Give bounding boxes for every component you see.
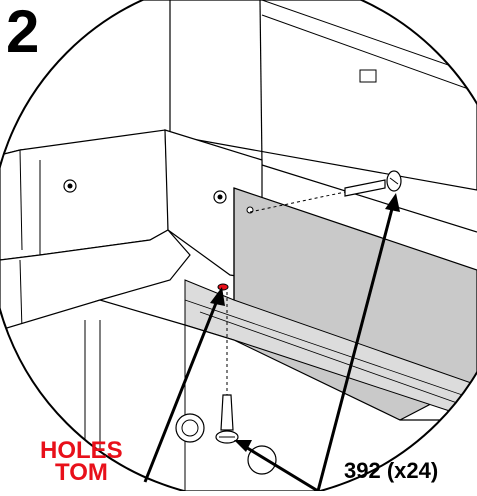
screw-icon <box>215 292 239 444</box>
step-number: 2 <box>6 0 40 65</box>
hole-marker-icon <box>217 283 229 291</box>
leader-arrows <box>143 193 400 493</box>
part-label: 392 (x24) <box>344 458 439 483</box>
holes-callout: HOLES TOM <box>0 437 160 486</box>
holes-callout-line2: TOM <box>55 459 108 486</box>
holes-callout-line1: HOLES <box>40 437 123 464</box>
screw-icon <box>249 170 402 213</box>
